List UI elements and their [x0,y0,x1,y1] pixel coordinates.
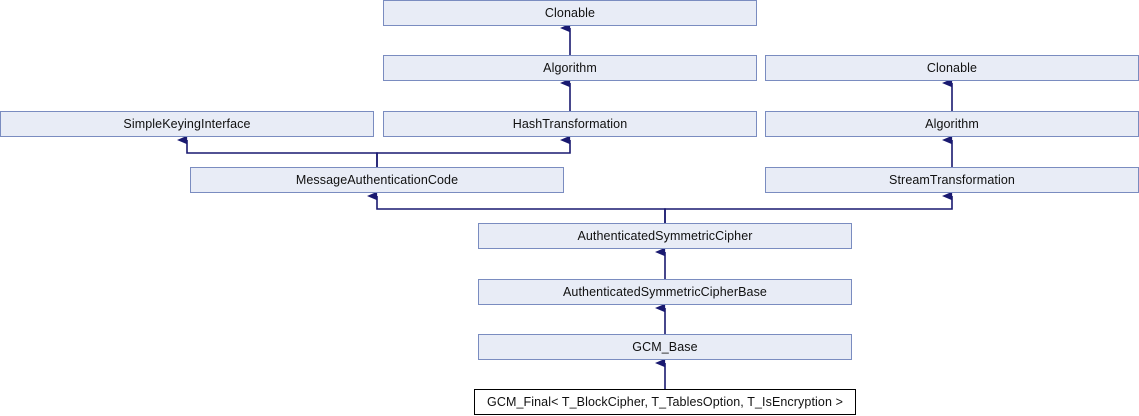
node-label: GCM_Final< T_BlockCipher, T_TablesOption… [487,394,843,409]
node-stream-transformation[interactable]: StreamTransformation [765,167,1139,193]
node-label: GCM_Base [632,339,698,354]
node-label: Algorithm [925,116,979,131]
node-authenticated-symmetric-cipher[interactable]: AuthenticatedSymmetricCipher [478,223,852,249]
node-message-authentication-code[interactable]: MessageAuthenticationCode [190,167,564,193]
node-hash-transformation[interactable]: HashTransformation [383,111,757,137]
node-authenticated-symmetric-cipher-base[interactable]: AuthenticatedSymmetricCipherBase [478,279,852,305]
node-label: MessageAuthenticationCode [295,172,459,187]
edge-mac-to-simplekeyinginterface [177,135,378,167]
node-algorithm-right[interactable]: Algorithm [765,111,1139,137]
node-label: SimpleKeyingInterface [123,116,251,131]
node-label: HashTransformation [512,116,628,131]
node-label: Clonable [544,5,596,20]
edge-mac-to-hashtransformation [376,135,571,167]
node-algorithm-left[interactable]: Algorithm [383,55,757,81]
node-gcm-base[interactable]: GCM_Base [478,334,852,360]
node-label: AuthenticatedSymmetricCipher [577,228,753,243]
edge-asc-to-mac [367,191,666,223]
node-clonable-right[interactable]: Clonable [765,55,1139,81]
node-gcm-final-current[interactable]: GCM_Final< T_BlockCipher, T_TablesOption… [474,389,856,415]
node-label: StreamTransformation [889,172,1015,187]
node-label: AuthenticatedSymmetricCipherBase [563,284,767,299]
edge-asc-to-streamtransformation [664,191,953,223]
node-clonable-top[interactable]: Clonable [383,0,757,26]
node-label: Algorithm [543,60,597,75]
node-label: Clonable [926,60,978,75]
node-simple-keying-interface[interactable]: SimpleKeyingInterface [0,111,374,137]
